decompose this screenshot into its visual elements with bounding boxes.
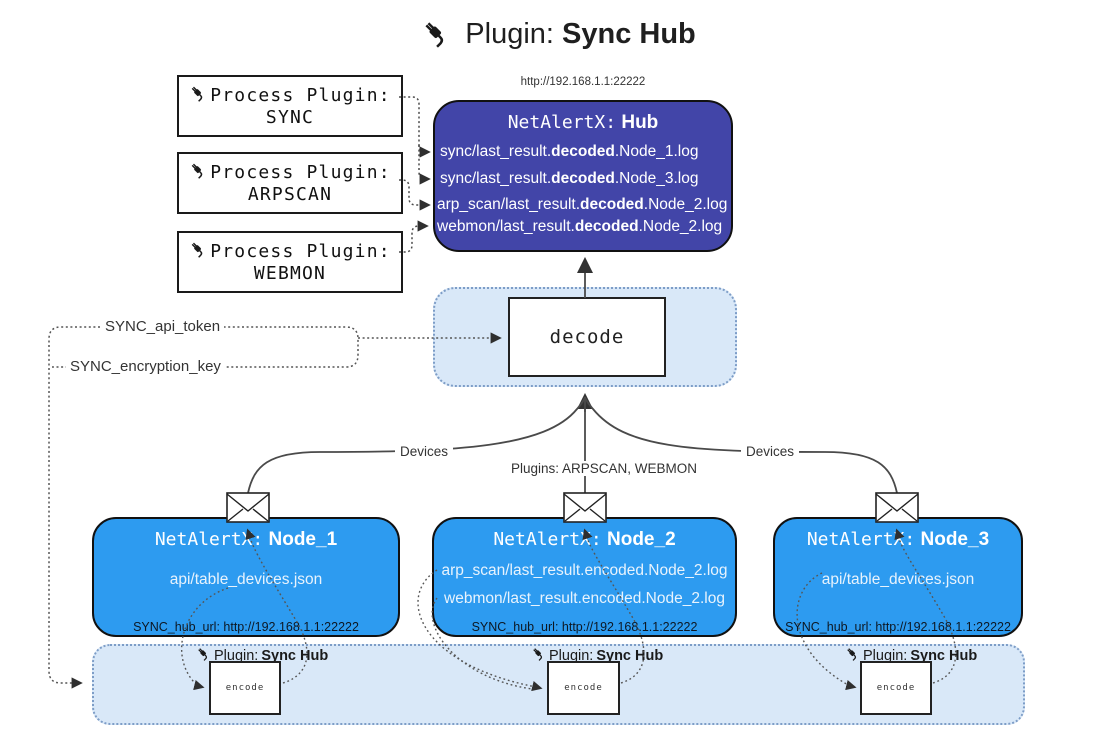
- decode-box: decode: [508, 297, 666, 377]
- page-title-name: Sync Hub: [562, 18, 696, 50]
- hub-log-pre: sync/last_result.: [440, 170, 552, 187]
- encode-label: encode: [225, 683, 265, 693]
- process-plugin-row: Process Plugin:: [188, 240, 391, 263]
- process-plugin-box-sync: Process Plugin: SYNC: [177, 75, 403, 137]
- hub-log-line: sync/last_result.decoded.Node_3.log: [440, 170, 732, 188]
- plug-icon: [188, 161, 207, 184]
- node-box-node3: NetAlertX: Node_3 api/table_devices.json…: [773, 517, 1023, 637]
- node-title-prefix: NetAlertX:: [806, 529, 916, 550]
- edge-label-devices-left: Devices: [395, 444, 454, 459]
- hub-log-pre: webmon/last_result.: [437, 218, 575, 235]
- process-plugin-label: Process Plugin:: [210, 162, 391, 183]
- decode-label: decode: [549, 326, 625, 348]
- plug-icon: [419, 18, 451, 56]
- hub-log-pre: arp_scan/last_result.: [437, 196, 581, 213]
- process-plugin-label: Process Plugin:: [210, 85, 391, 106]
- node-title-prefix: NetAlertX:: [154, 529, 264, 550]
- edge-sync-to-hub-2: [418, 145, 431, 185]
- node-box-node2: NetAlertX: Node_2 arp_scan/last_result.e…: [432, 517, 737, 637]
- hub-title: NetAlertX: Hub: [433, 112, 733, 134]
- process-plugin-row: Process Plugin:: [188, 84, 391, 107]
- hub-log-decoded: decoded: [580, 196, 644, 213]
- process-plugin-label: Process Plugin:: [210, 241, 391, 262]
- hub-log-post: .Node_2.log: [643, 196, 728, 213]
- plug-icon: [530, 646, 546, 665]
- edge-arpscan-to-hub: [399, 179, 431, 211]
- edge-label-devices-right: Devices: [741, 444, 800, 459]
- hub-log-decoded: decoded: [551, 170, 615, 187]
- band-plugin-prefix: Plugin:: [863, 647, 908, 664]
- node-title: NetAlertX: Node_1: [94, 529, 398, 551]
- hub-title-prefix: NetAlertX:: [507, 112, 617, 133]
- node-box-node1: NetAlertX: Node_1 api/table_devices.json…: [92, 517, 400, 637]
- config-api-token-label: SYNC_api_token: [101, 318, 225, 335]
- node-title-name: Node_2: [607, 529, 676, 550]
- page-title-prefix: Plugin:: [465, 18, 554, 50]
- hub-log-line: arp_scan/last_result.decoded.Node_2.log: [437, 196, 729, 214]
- process-plugin-box-webmon: Process Plugin: WEBMON: [177, 231, 403, 293]
- node-file: api/table_devices.json: [169, 571, 323, 588]
- node-title-name: Node_3: [920, 529, 990, 550]
- hub-title-name: Hub: [621, 112, 659, 133]
- process-plugin-name: WEBMON: [253, 263, 327, 284]
- hub-log-post: .Node_3.log: [614, 170, 699, 187]
- node-file: arp_scan/last_result.encoded.Node_2.log: [441, 562, 728, 579]
- edge-config-to-encode-band: [48, 326, 100, 689]
- node-title: NetAlertX: Node_3: [775, 529, 1021, 551]
- hub-log-post: .Node_1.log: [614, 143, 699, 160]
- node-title-prefix: NetAlertX:: [493, 529, 602, 550]
- node-hub-url: SYNC_hub_url: http://192.168.1.1:22222: [785, 620, 1011, 634]
- plug-icon: [188, 240, 207, 263]
- config-encryption-key-label: SYNC_encryption_key: [66, 358, 225, 375]
- process-plugin-box-arpscan: Process Plugin: ARPSCAN: [177, 152, 403, 214]
- edge-label-plugins: Plugins: ARPSCAN, WEBMON: [506, 461, 703, 476]
- hub-log-decoded: decoded: [574, 218, 639, 235]
- hub-log-line: sync/last_result.decoded.Node_1.log: [440, 143, 732, 161]
- hub-url-label: http://192.168.1.1:22222: [520, 76, 646, 88]
- hub-log-decoded: decoded: [551, 143, 615, 160]
- hub-log-pre: sync/last_result.: [440, 143, 552, 160]
- plug-icon: [188, 84, 207, 107]
- band-plugin-prefix: Plugin:: [549, 647, 594, 664]
- process-plugin-row: Process Plugin:: [188, 161, 391, 184]
- edge-webmon-to-hub: [399, 220, 429, 253]
- encode-box: encode: [209, 661, 281, 715]
- encode-label: encode: [876, 683, 916, 693]
- hub-box: [433, 100, 733, 252]
- node-hub-url: SYNC_hub_url: http://192.168.1.1:22222: [471, 620, 698, 634]
- page-title: Plugin: Sync Hub: [0, 18, 1117, 56]
- encode-box: encode: [860, 661, 932, 715]
- node-title: NetAlertX: Node_2: [434, 529, 735, 551]
- node-title-name: Node_1: [268, 529, 338, 550]
- node-hub-url: SYNC_hub_url: http://192.168.1.1:22222: [133, 620, 359, 634]
- process-plugin-name: SYNC: [265, 107, 315, 128]
- node-file: webmon/last_result.encoded.Node_2.log: [444, 590, 725, 607]
- plug-icon: [844, 646, 860, 665]
- encode-box: encode: [547, 661, 620, 715]
- encode-label: encode: [564, 683, 603, 693]
- hub-log-line: webmon/last_result.decoded.Node_2.log: [437, 218, 729, 236]
- node-file: api/table_devices.json: [821, 571, 975, 588]
- process-plugin-name: ARPSCAN: [247, 184, 333, 205]
- edge-sync-to-hub-1: [399, 96, 431, 158]
- hub-log-post: .Node_2.log: [638, 218, 723, 235]
